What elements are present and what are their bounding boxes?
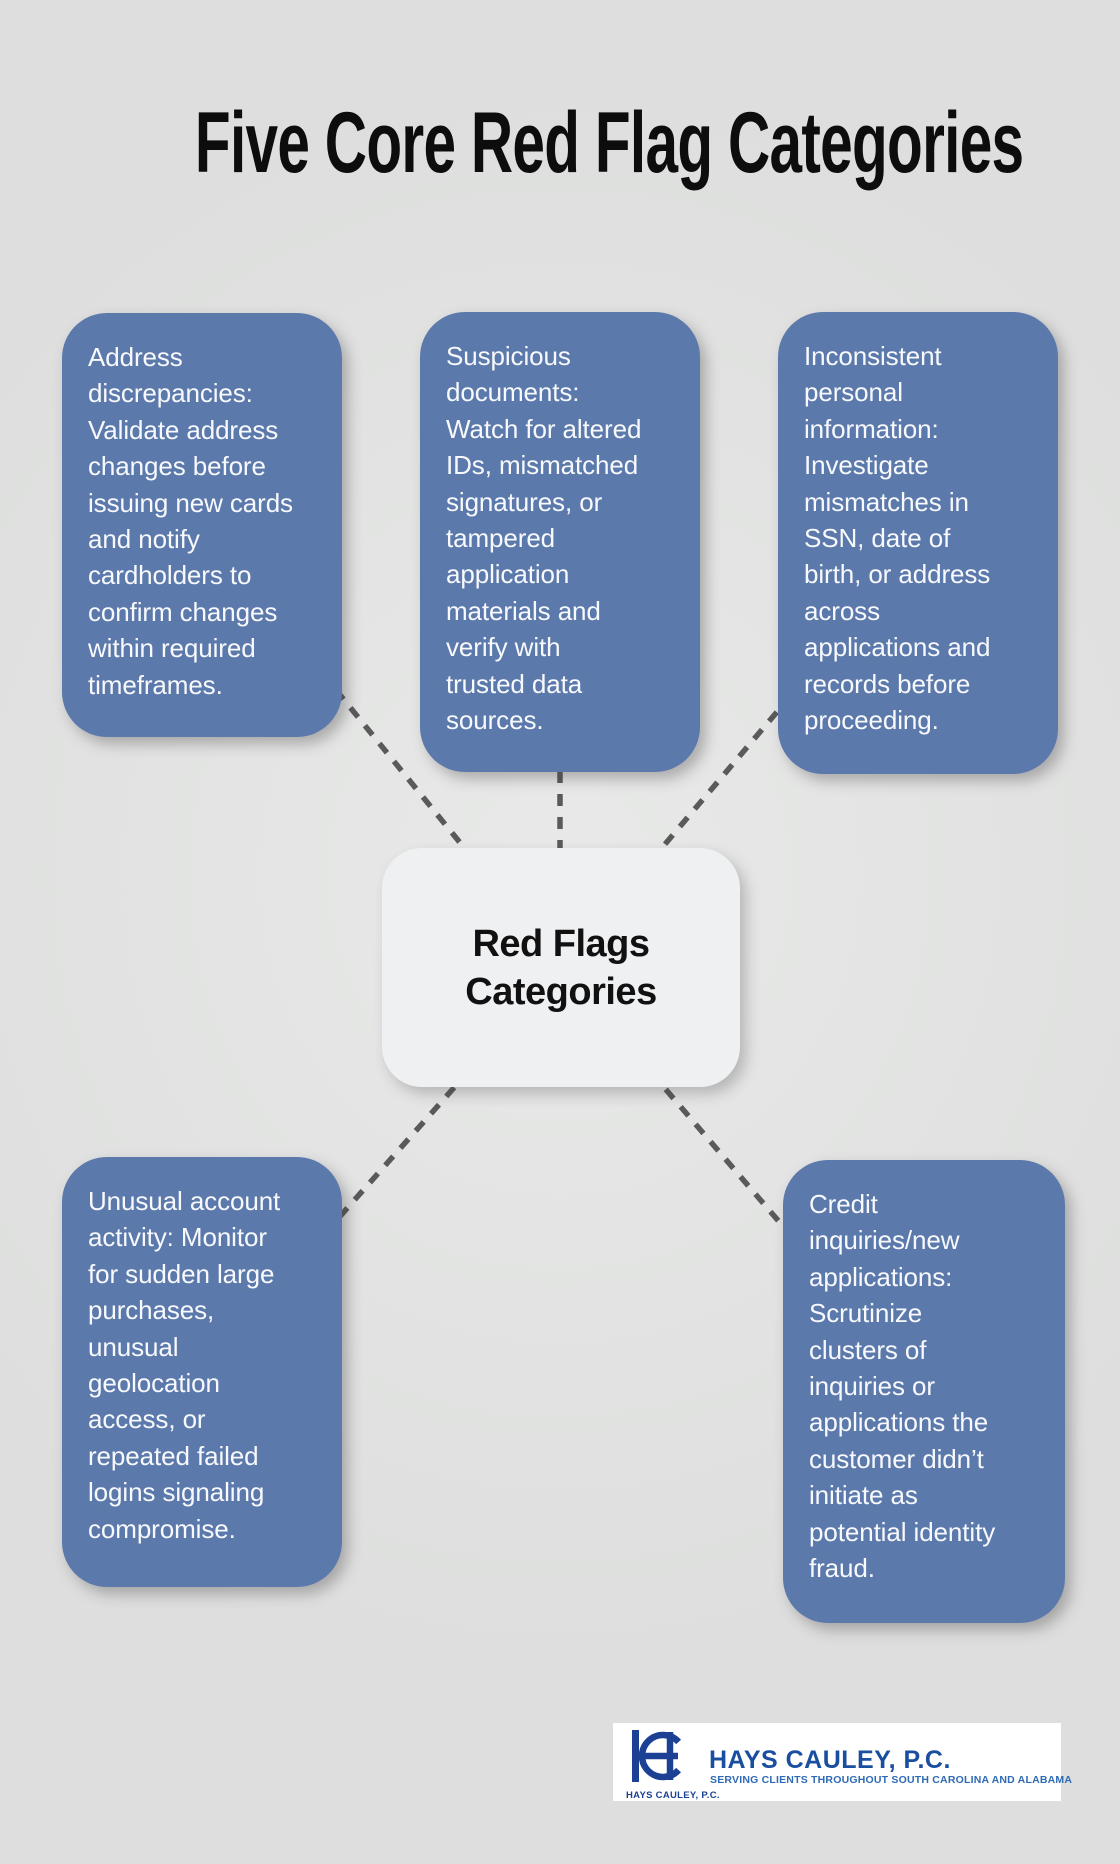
category-text: Unusual account activity: Monitor for su… [88, 1186, 281, 1544]
category-text: Suspicious documents: Watch for altered … [446, 341, 642, 736]
category-box-credit-inquiries-new-applications: Credit inquiries/new applications: Scrut… [783, 1160, 1065, 1623]
logo-caption: HAYS CAULEY, P.C. [626, 1790, 720, 1801]
category-box-address-discrepancies: Address discrepancies: Validate address … [62, 313, 342, 737]
category-box-inconsistent-personal-information: Inconsistent personal information: Inves… [778, 312, 1058, 774]
category-text: Credit inquiries/new applications: Scrut… [809, 1189, 996, 1584]
page-title: Five Core Red Flag Categories [0, 100, 1120, 186]
firm-name: HAYS CAULEY, P.C. [709, 1746, 951, 1774]
firm-tagline: SERVING CLIENTS THROUGHOUT SOUTH CAROLIN… [710, 1774, 1073, 1786]
category-box-unusual-account-activity: Unusual account activity: Monitor for su… [62, 1157, 342, 1587]
category-text: Inconsistent personal information: Inves… [804, 341, 991, 736]
page-title-text: Five Core Red Flag Categories [194, 95, 1024, 191]
category-text: Address discrepancies: Validate address … [88, 342, 293, 700]
center-node: Red Flags Categories [382, 848, 740, 1087]
center-node-label: Red Flags Categories [465, 922, 657, 1013]
footer-logo: HAYS CAULEY, P.C. HAYS CAULEY, P.C. SERV… [613, 1723, 1072, 1801]
category-box-suspicious-documents: Suspicious documents: Watch for altered … [420, 312, 700, 772]
hc-monogram-icon [632, 1730, 682, 1782]
